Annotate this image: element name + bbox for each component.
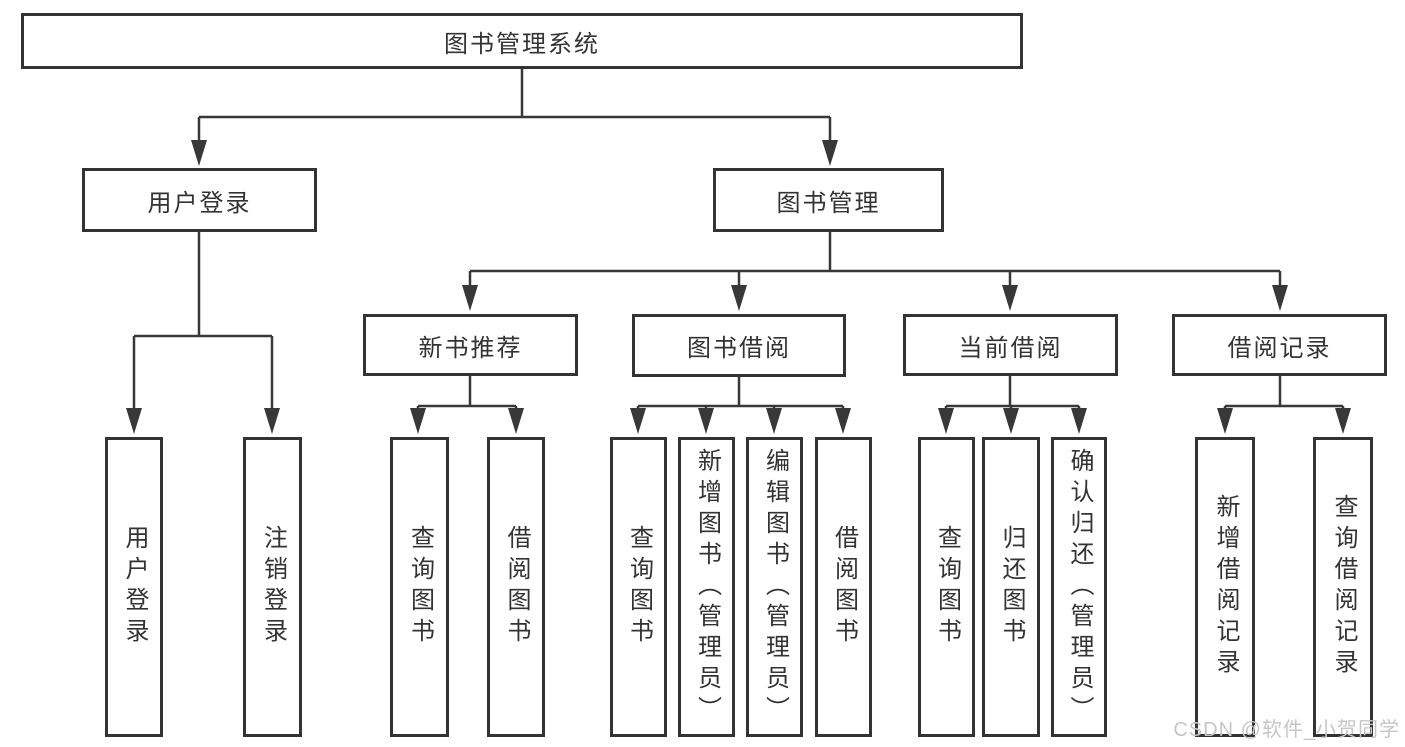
node-book-borrowing: 图书借阅: [632, 314, 846, 377]
leaf-borrow-borrow-books: 借阅图书: [815, 437, 872, 737]
leaf-current-confirm-return-admin-label: 确认归还（管理员）: [1066, 447, 1093, 727]
csdn-watermark: CSDN @软件_小贺同学: [1173, 719, 1400, 741]
node-borrowing-records: 借阅记录: [1172, 314, 1387, 376]
leaf-newbook-borrow-books: 借阅图书: [487, 437, 545, 737]
leaf-borrow-query-books: 查询图书: [610, 437, 667, 737]
leaf-user-login-label: 用户登录: [121, 525, 148, 649]
node-current-borrowing-label: 当前借阅: [958, 334, 1063, 362]
leaf-newbook-borrow-books-label: 借阅图书: [503, 525, 530, 649]
leaf-records-query-record: 查询借阅记录: [1313, 437, 1373, 737]
node-new-book-recommend-label: 新书推荐: [418, 334, 523, 362]
leaf-current-query-books: 查询图书: [918, 437, 975, 737]
leaf-current-return-books-label: 归还图书: [998, 525, 1025, 649]
leaf-borrow-add-books-admin: 新增图书（管理员）: [678, 437, 735, 737]
node-current-borrowing: 当前借阅: [903, 314, 1118, 376]
leaf-user-login: 用户登录: [105, 437, 163, 737]
node-book-management-label: 图书管理: [776, 189, 881, 217]
leaf-records-add-record: 新增借阅记录: [1195, 437, 1255, 737]
leaf-borrow-edit-books-admin: 编辑图书（管理员）: [746, 437, 803, 737]
leaf-logout: 注销登录: [243, 437, 302, 737]
node-library-system-label: 图书管理系统: [444, 30, 600, 58]
node-book-borrowing-label: 图书借阅: [687, 335, 791, 362]
leaf-borrow-add-books-admin-label: 新增图书（管理员）: [693, 447, 721, 727]
leaf-logout-label: 注销登录: [259, 525, 287, 649]
node-user-login-label: 用户登录: [147, 189, 252, 217]
leaf-current-confirm-return-admin: 确认归还（管理员）: [1051, 437, 1107, 737]
node-borrowing-records-label: 借阅记录: [1227, 334, 1332, 362]
node-user-login: 用户登录: [82, 168, 317, 232]
node-library-system: 图书管理系统: [21, 13, 1023, 69]
leaf-records-add-record-label: 新增借阅记录: [1212, 494, 1239, 680]
leaf-borrow-query-books-label: 查询图书: [625, 525, 653, 649]
leaf-borrow-edit-books-admin-label: 编辑图书（管理员）: [761, 447, 789, 727]
leaf-records-query-record-label: 查询借阅记录: [1330, 494, 1357, 680]
leaf-current-query-books-label: 查询图书: [933, 525, 961, 649]
node-new-book-recommend: 新书推荐: [363, 314, 578, 376]
node-book-management: 图书管理: [713, 168, 944, 232]
leaf-current-return-books: 归还图书: [982, 437, 1040, 737]
leaf-newbook-query-books-label: 查询图书: [406, 525, 434, 649]
leaf-borrow-borrow-books-label: 借阅图书: [830, 525, 858, 649]
connector-shafts: [132, 69, 1345, 418]
arrowhead-icons: [126, 140, 1351, 434]
leaf-newbook-query-books: 查询图书: [390, 437, 449, 737]
